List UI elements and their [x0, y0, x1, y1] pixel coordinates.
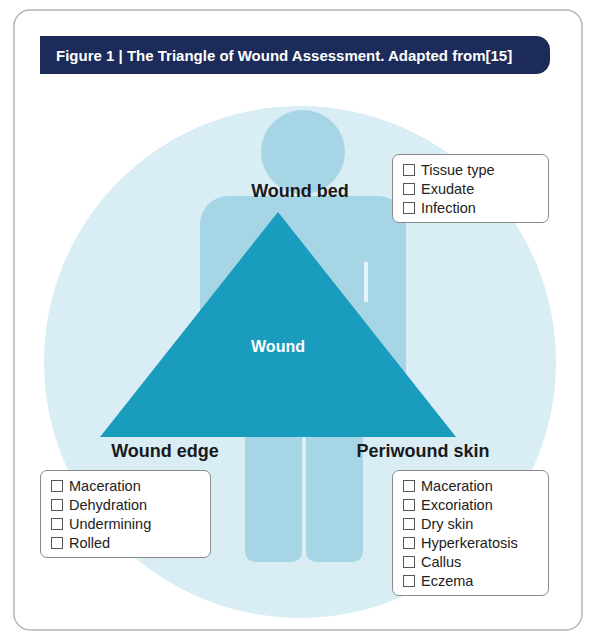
checklist-item: Maceration: [421, 478, 493, 494]
checklist-row: Maceration: [51, 476, 198, 495]
wound-triangle: Wound: [100, 212, 456, 437]
checklist-item: Dry skin: [421, 516, 473, 532]
checklist-row: Callus: [403, 552, 536, 571]
triangle-shape: [100, 212, 456, 437]
checklist-item: Maceration: [69, 478, 141, 494]
checklist-box: MacerationDehydrationUnderminingRolled: [40, 470, 211, 558]
checkbox: [51, 480, 63, 492]
checkbox: [403, 556, 415, 568]
checklist-row: Maceration: [403, 476, 536, 495]
checkbox: [51, 537, 63, 549]
checkbox: [403, 164, 415, 176]
checklist-item: Excoriation: [421, 497, 493, 513]
checklist-row: Rolled: [51, 533, 198, 552]
checklist-row: Hyperkeratosis: [403, 533, 536, 552]
checkbox: [51, 518, 63, 530]
checkbox: [51, 499, 63, 511]
checklist-row: Tissue type: [403, 160, 536, 179]
figure-title: Figure 1 | The Triangle of Wound Assessm…: [56, 47, 512, 64]
checklist-item: Infection: [421, 200, 476, 216]
checklist-row: Eczema: [403, 571, 536, 590]
checklist-item: Rolled: [69, 535, 110, 551]
checklist-item: Dehydration: [69, 497, 147, 513]
corner-label: Wound bed: [251, 181, 349, 202]
triangle-fill: [100, 212, 456, 437]
checkbox: [403, 537, 415, 549]
checklist-box: Tissue typeExudateInfection: [392, 154, 549, 223]
checklist-item: Exudate: [421, 181, 474, 197]
checkbox: [403, 480, 415, 492]
checkbox: [403, 575, 415, 587]
checklist-row: Dehydration: [51, 495, 198, 514]
checklist-box: MacerationExcoriationDry skinHyperkerato…: [392, 470, 549, 596]
checklist-item: Eczema: [421, 573, 473, 589]
checkbox: [403, 202, 415, 214]
checkbox: [403, 183, 415, 195]
frame: [14, 10, 582, 630]
checklist-item: Tissue type: [421, 162, 495, 178]
checkbox: [403, 499, 415, 511]
checklist-row: Infection: [403, 198, 536, 217]
checkbox: [403, 518, 415, 530]
checklist-row: Dry skin: [403, 514, 536, 533]
checklist-item: Hyperkeratosis: [421, 535, 518, 551]
checklist-item: Callus: [421, 554, 461, 570]
checklist-item: Undermining: [69, 516, 151, 532]
node-label: Wound: [251, 338, 305, 356]
corner-label: Periwound skin: [356, 441, 489, 462]
title-bar: Figure 1 | The Triangle of Wound Assessm…: [40, 36, 550, 74]
corner-label: Wound edge: [111, 441, 219, 462]
checklist-row: Undermining: [51, 514, 198, 533]
checklist-row: Excoriation: [403, 495, 536, 514]
checklist-row: Exudate: [403, 179, 536, 198]
